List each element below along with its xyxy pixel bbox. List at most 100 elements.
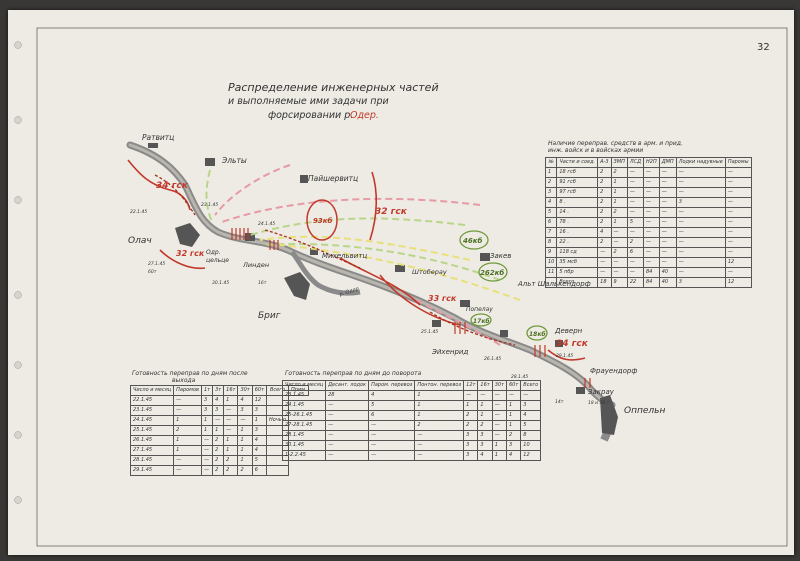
table-cell: Всего (556, 277, 599, 288)
table-cell: 1 (477, 410, 493, 421)
town-block (500, 330, 508, 337)
table-cell: — (675, 267, 726, 278)
frame-border (36, 27, 788, 547)
column-header: ЛСД (626, 157, 645, 168)
table-cell: 25.1.45 (129, 425, 175, 436)
label-18ksb: 18кб (529, 331, 546, 338)
table-cell: — (643, 217, 660, 228)
table-cell: — (658, 217, 677, 228)
page-number: 32 (757, 42, 770, 53)
table-cell: — (325, 430, 370, 441)
note-c9: 26.1.45 (484, 356, 501, 362)
table-cell: 4 (477, 450, 493, 461)
flotilla-table-title: Наличие переправ. средств в арм. и прид.… (548, 140, 683, 154)
table-cell: 10 (544, 257, 558, 268)
table-cell: — (223, 405, 239, 416)
table-cell: — (658, 177, 677, 188)
table-cell: 4 (251, 445, 268, 456)
table-cell: 8 (520, 430, 542, 441)
table-cell: 9 (610, 277, 628, 288)
table-cell: — (368, 450, 416, 461)
table-cell: 2 (212, 455, 225, 466)
table-cell: 6 (251, 465, 268, 476)
table-cell: 3 (212, 405, 225, 416)
table-cell: 1 (237, 425, 253, 436)
table-cell: — (675, 167, 726, 178)
table-cell: — (325, 420, 370, 431)
town-zakev: Закев (490, 252, 511, 260)
table-cell: 4 (251, 435, 268, 446)
crossing-olau (231, 228, 249, 240)
town-block (245, 233, 255, 241)
table-cell: 6 (626, 247, 645, 258)
table-cell: 4 (368, 390, 416, 401)
table-cell: 1 (544, 167, 558, 178)
town-block (300, 175, 308, 183)
table-cell: — (658, 197, 677, 208)
table-cell: 2 (597, 187, 612, 198)
table-cell: — (325, 400, 370, 411)
table-cell: — (212, 415, 225, 426)
oval-17ksb (470, 313, 492, 327)
table-cell: 1 (610, 177, 628, 188)
table-cell: — (491, 400, 507, 411)
table-cell: 12 (251, 395, 268, 406)
table-cell: — (597, 247, 612, 258)
table-cell: — (658, 207, 677, 218)
crossing-deverny (534, 345, 546, 357)
table-cell: 22.1.45 (129, 395, 175, 406)
table-cell: 2 (610, 247, 628, 258)
table-cell: 3 (251, 405, 268, 416)
settlements (148, 143, 618, 435)
table-cell: — (675, 207, 726, 218)
table-cell: 1 (200, 415, 214, 426)
table-cell: — (643, 227, 660, 238)
table-cell: 2 (505, 430, 522, 441)
table-cell: — (610, 237, 628, 248)
table-cell: — (675, 177, 726, 188)
table-cell: 22 (626, 277, 645, 288)
town-linden: Линден (242, 261, 269, 269)
table-cell: 1 (237, 455, 253, 466)
table-cell: 1 (505, 400, 522, 411)
table-cell: — (626, 227, 645, 238)
table-cell: — (643, 177, 660, 188)
table-cell: — (223, 415, 239, 426)
table-cell: 29.1.45 (129, 465, 175, 476)
table-cell: — (477, 390, 493, 401)
label-46ksb: 46кб (463, 237, 482, 245)
note-c2: 23.1.45 (201, 202, 218, 208)
table-cell: — (368, 440, 416, 451)
label-32gsk-b: 32 гск (176, 249, 205, 258)
column-header: Десант. лодок (325, 380, 370, 391)
table-cell: — (626, 207, 645, 218)
table-cell: 118 сд (556, 247, 599, 258)
oval-18ksb (526, 325, 548, 341)
table-cell: — (724, 187, 752, 198)
table-cell: 3 (477, 430, 493, 441)
table-cell: 5 (251, 455, 268, 466)
table-cell: 3 (675, 197, 726, 208)
table-cell: 40 (658, 277, 677, 288)
table-cell: 5 (544, 207, 558, 218)
table-cell: — (724, 207, 752, 218)
table-cell: — (658, 227, 677, 238)
table-cell: — (325, 450, 370, 461)
label-93ksb: 93кб (313, 217, 332, 225)
table-cell: 2 (212, 435, 225, 446)
table-cell: — (491, 390, 507, 401)
table-cell: 10 (520, 440, 542, 451)
column-header: А-3 (597, 157, 612, 168)
table-cell: — (658, 257, 677, 268)
column-header: ЗМП (610, 157, 628, 168)
